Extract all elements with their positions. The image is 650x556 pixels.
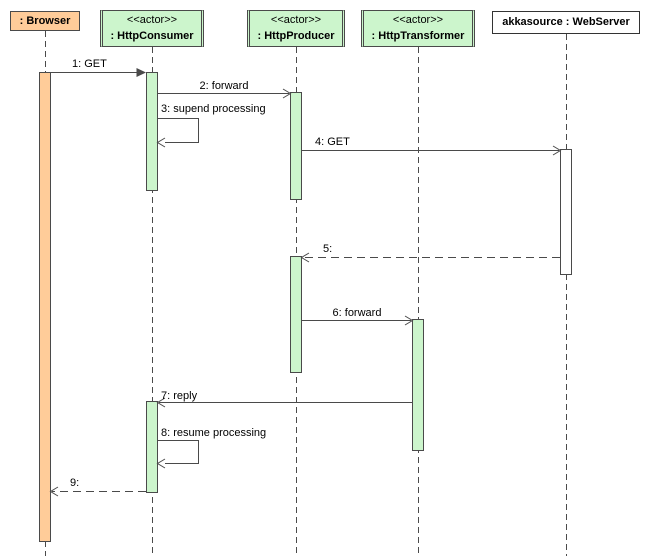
message-7-label: 7: reply xyxy=(161,390,198,402)
message-2-arrow xyxy=(157,88,292,99)
message-4-label: 4: GET xyxy=(315,136,350,148)
message-3-label: 3: supend processing xyxy=(161,103,266,115)
message-7-arrow xyxy=(156,397,412,408)
message-9-label: 9: xyxy=(70,477,80,489)
activation-httpproducer-1 xyxy=(290,92,302,200)
participant-httpproducer: <<actor>> : HttpProducer xyxy=(247,10,345,47)
activation-webserver xyxy=(560,149,572,275)
participant-webserver-name: akkasource : WebServer xyxy=(502,16,630,28)
participant-httptransformer-name: : HttpTransformer xyxy=(371,29,465,42)
message-2-label: 2: forward xyxy=(199,80,249,92)
message-1-arrow xyxy=(51,68,146,77)
participant-webserver: akkasource : WebServer xyxy=(492,11,640,34)
activation-httptransformer xyxy=(412,319,424,451)
message-1-label: 1: GET xyxy=(72,58,107,70)
message-5-arrow xyxy=(300,252,560,263)
message-4-arrow xyxy=(302,145,562,156)
message-6-arrow xyxy=(302,315,414,326)
message-6-label: 6: forward xyxy=(332,307,382,319)
activation-httpconsumer-2 xyxy=(146,401,158,493)
participant-httpproducer-name: : HttpProducer xyxy=(257,29,335,42)
participant-httpconsumer-stereotype: <<actor>> xyxy=(126,13,178,26)
participant-httpproducer-stereotype: <<actor>> xyxy=(270,13,322,26)
message-5-label: 5: xyxy=(323,243,333,255)
participant-httpconsumer-name: : HttpConsumer xyxy=(110,29,194,42)
participant-browser-name: : Browser xyxy=(19,14,71,27)
activation-httpproducer-2 xyxy=(290,256,302,373)
participant-httptransformer: <<actor>> : HttpTransformer xyxy=(361,10,475,47)
activation-httpconsumer-1 xyxy=(146,72,158,191)
message-3-self-arrow xyxy=(156,118,199,148)
participant-httptransformer-stereotype: <<actor>> xyxy=(392,13,444,26)
participant-httpconsumer: <<actor>> : HttpConsumer xyxy=(100,10,204,47)
activation-browser xyxy=(39,72,51,542)
message-8-label: 8: resume processing xyxy=(161,427,267,439)
message-8-self-arrow xyxy=(156,440,199,469)
participant-browser: : Browser xyxy=(10,11,80,31)
message-9-arrow xyxy=(49,486,146,497)
